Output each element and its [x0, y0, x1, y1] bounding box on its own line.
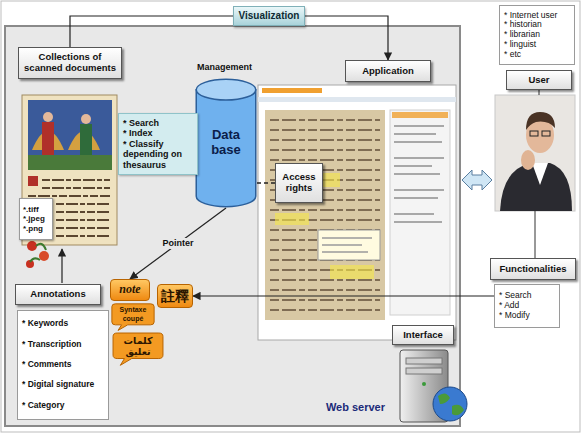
user-links: [462, 90, 539, 258]
connector: [130, 208, 226, 279]
list-box: * Internet user* historian* librarian* l…: [499, 5, 575, 65]
node-text: Syntaxe coupé: [115, 306, 151, 322]
node-text: * Search: [499, 291, 555, 301]
section-header: Interface: [392, 325, 454, 345]
node-text: Annotations: [30, 289, 85, 300]
manuscript-image: [22, 95, 117, 268]
connector: [70, 16, 233, 47]
node-text: * etc: [504, 50, 570, 60]
database-cylinder: Data base: [195, 78, 257, 208]
node-text: *.tiff: [23, 205, 49, 214]
list-box: * Keywords * Transcription * Comments * Dig…: [17, 310, 109, 420]
callout-box: * Search* Index* Classify depending on t…: [118, 113, 198, 175]
note-tag: 註釋: [157, 284, 193, 308]
speech-bubble: Syntaxe coupé: [111, 303, 155, 331]
format-box: *.tiff*.jpeg*.png: [19, 198, 53, 240]
user-photo: [495, 95, 575, 211]
node-text: كلمات تعليق: [116, 336, 160, 358]
section-header: Functionalities: [490, 258, 576, 280]
node-text: Application: [362, 66, 414, 77]
access-box: Access rights: [275, 163, 323, 203]
edge-label: Pointer: [161, 238, 196, 249]
server-panel-ground: [5, 26, 460, 426]
node-text: *.jpeg: [23, 214, 49, 223]
section-header: User: [506, 70, 572, 90]
node-text: * librarian: [504, 30, 570, 40]
node-text: * Digital signature: [22, 380, 104, 390]
section-header: Application: [345, 60, 431, 82]
speech-bubble: كلمات تعليق: [112, 332, 164, 366]
node-text: Access rights: [280, 172, 318, 194]
node-text: User: [528, 75, 549, 86]
node-text: * Modify: [499, 311, 555, 321]
node-text: Visualization: [239, 10, 300, 22]
node-text: * Internet user: [504, 11, 570, 21]
connector: [305, 16, 388, 60]
node-text: * Comments: [22, 360, 104, 370]
title-box: Visualization: [233, 6, 305, 26]
node-text: * Search: [123, 118, 193, 128]
node-text: Collections of scanned documents: [23, 52, 117, 74]
plain-label: Management: [197, 62, 252, 73]
node-text: Web server: [326, 401, 385, 414]
node-text: note: [119, 283, 140, 297]
section-header: Annotations: [15, 284, 101, 305]
annotation-arrow: [62, 249, 63, 283]
section-header: Collections of scanned documents: [18, 47, 122, 79]
node-text: Interface: [403, 330, 443, 341]
node-text: * Category: [22, 401, 104, 411]
connector: [193, 295, 494, 296]
note-tag: note: [110, 279, 150, 301]
dashed-connector: [257, 182, 275, 184]
node-text: * Index: [123, 128, 193, 138]
node-text: 註釋: [161, 288, 189, 304]
server-panel: Web server Collections of scanned documen…: [5, 26, 460, 426]
node-text: * Classify depending on thesaurus: [123, 139, 193, 170]
node-text: * Add: [499, 301, 555, 311]
node-text: * historian: [504, 20, 570, 30]
node-text: * Keywords: [22, 319, 104, 329]
server-icon: [400, 350, 467, 422]
list-box: * Search* Add* Modify: [494, 284, 560, 328]
node-text: * linguist: [504, 40, 570, 50]
node-text: * Transcription: [22, 340, 104, 350]
node-text: Data base: [204, 128, 248, 158]
node-text: Functionalities: [499, 264, 566, 275]
application-screenshot: [258, 85, 456, 340]
node-text: *.png: [23, 224, 49, 233]
